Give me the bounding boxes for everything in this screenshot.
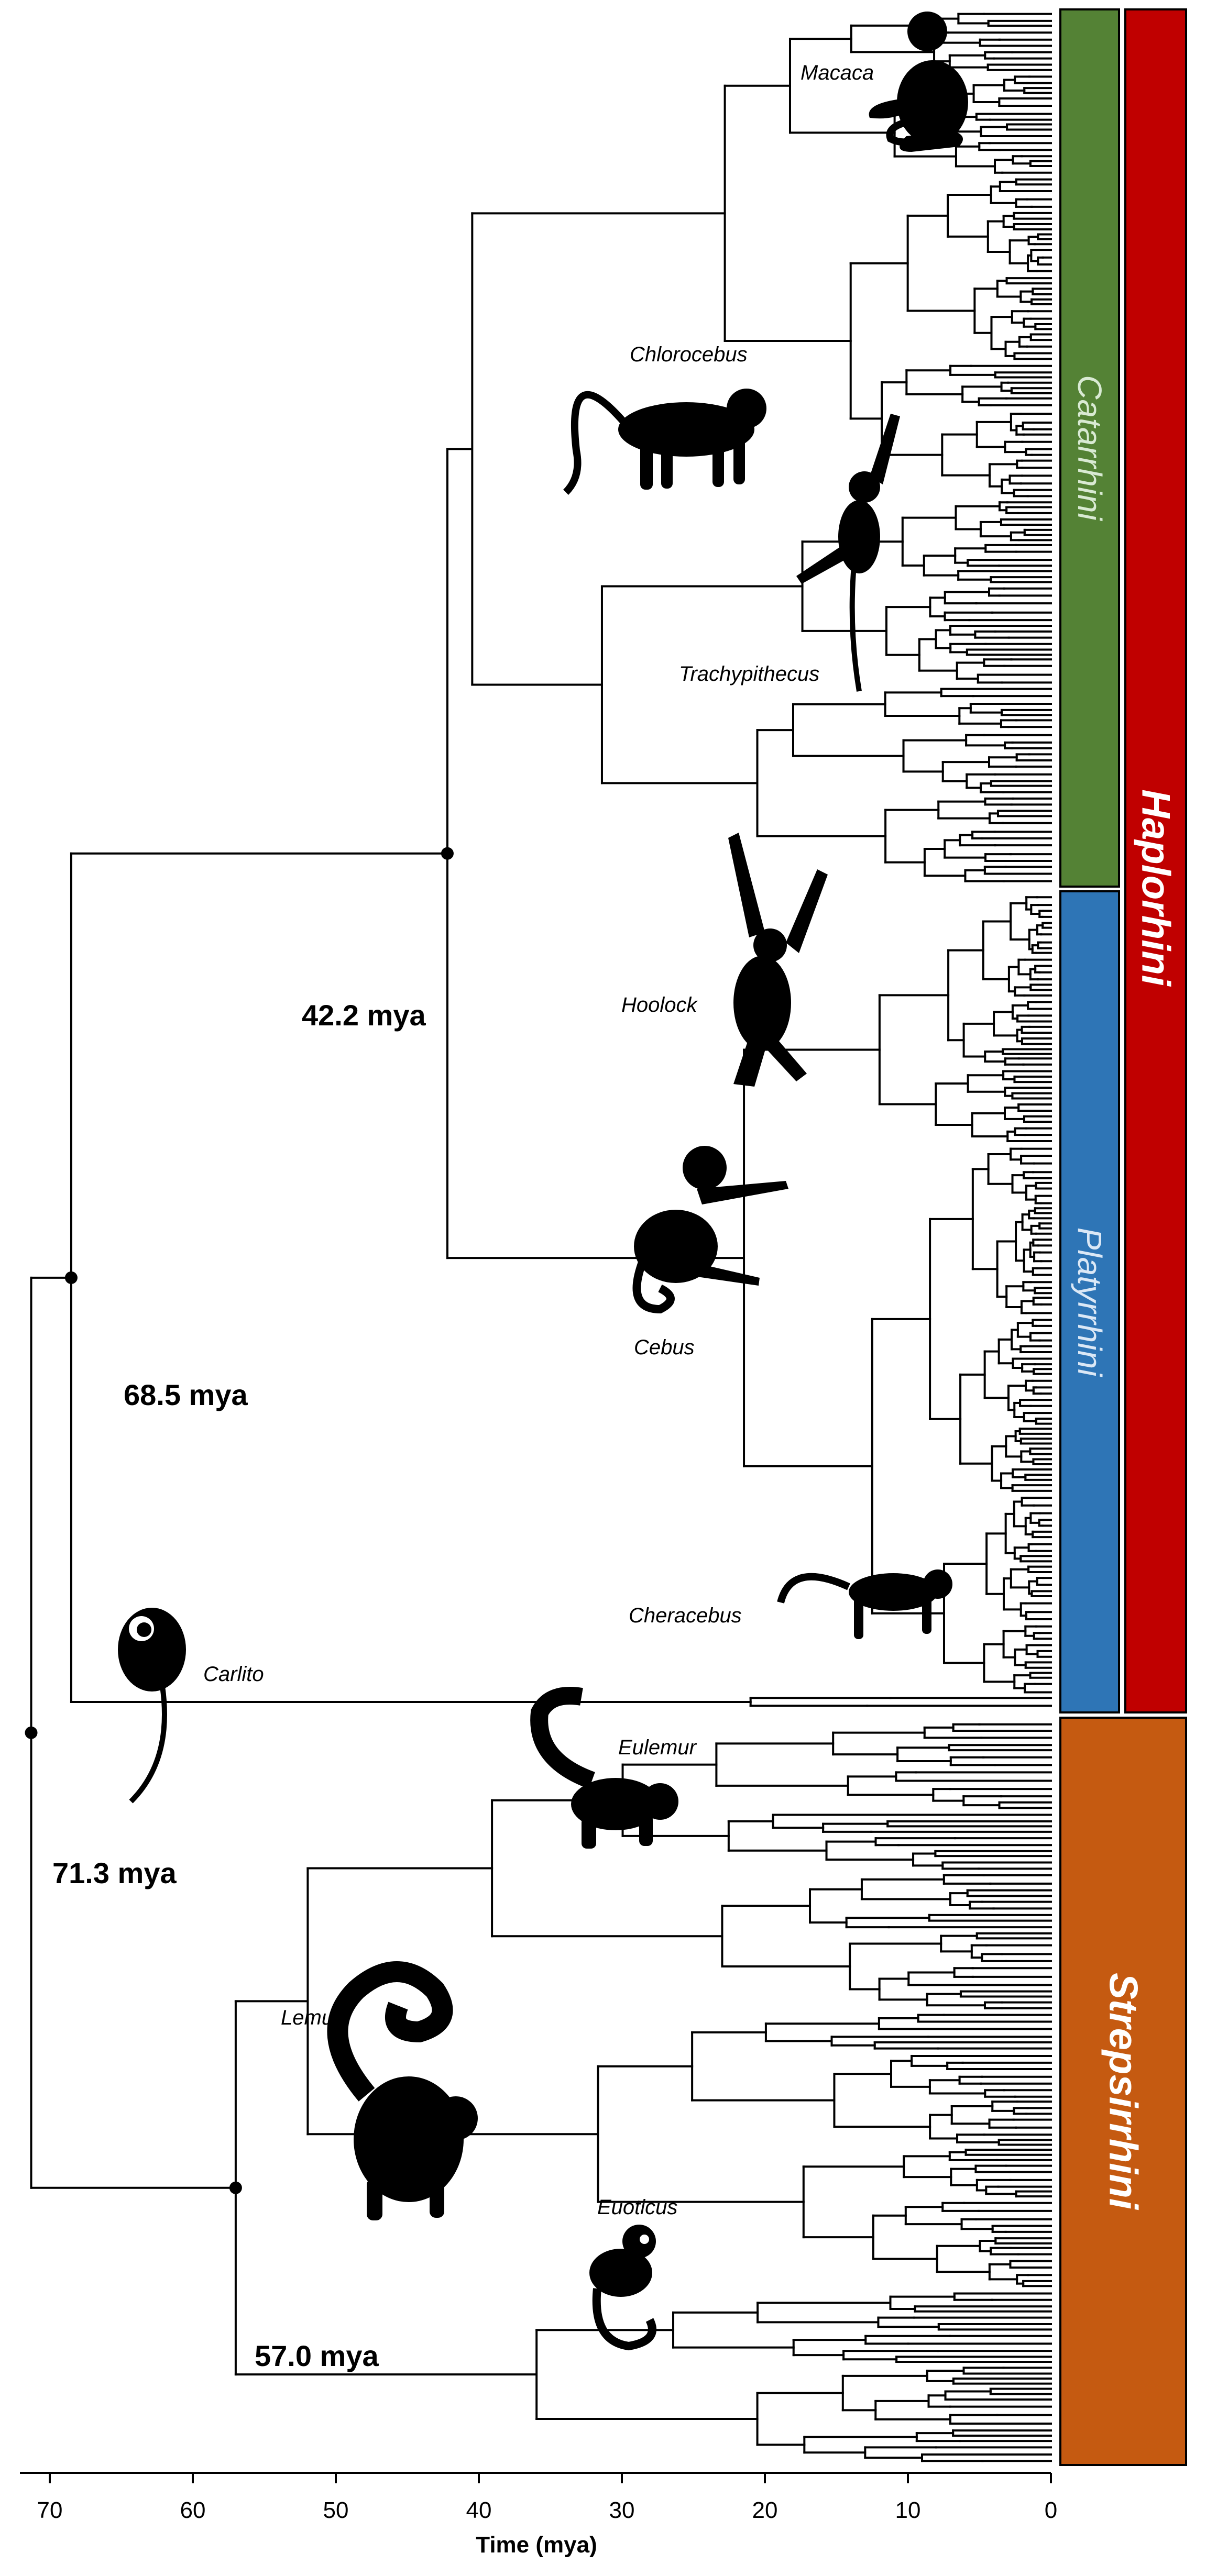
genus-label-chlorocebus: Chlorocebus bbox=[630, 343, 748, 366]
node-dot-root bbox=[25, 1727, 38, 1739]
x-tick-label: 50 bbox=[323, 2497, 349, 2523]
haplorhini-label: Haplorhini bbox=[1134, 789, 1178, 987]
genus-label-hoolock: Hoolock bbox=[621, 993, 698, 1016]
node-label-root: 71.3 mya bbox=[52, 1856, 177, 1889]
node-dot-anthropoidea bbox=[441, 847, 454, 860]
genus-label-eulemur: Eulemur bbox=[618, 1736, 697, 1759]
node-label-haplorhini: 68.5 mya bbox=[124, 1378, 248, 1411]
catarrhini-label: Catarrhini bbox=[1071, 375, 1109, 521]
x-tick-label: 0 bbox=[1045, 2497, 1057, 2523]
genus-label-lemur: Lemur bbox=[281, 2006, 341, 2029]
genus-label-macaca: Macaca bbox=[801, 61, 874, 84]
genus-label-cheracebus: Cheracebus bbox=[629, 1604, 742, 1627]
genus-label-euoticus: Euoticus bbox=[597, 2196, 677, 2219]
genus-label-trachypithecus: Trachypithecus bbox=[679, 662, 819, 686]
genus-label-cebus: Cebus bbox=[634, 1336, 695, 1359]
x-tick-label: 30 bbox=[609, 2497, 635, 2523]
node-label-anthropoidea: 42.2 mya bbox=[302, 999, 426, 1032]
platyrrhini-label: Platyrrhini bbox=[1071, 1228, 1109, 1377]
node-label-strepsirrhini: 57.0 mya bbox=[255, 2339, 379, 2372]
x-tick-label: 40 bbox=[466, 2497, 492, 2523]
x-tick-label: 60 bbox=[180, 2497, 206, 2523]
x-axis-title: Time (mya) bbox=[476, 2532, 597, 2558]
node-dot-haplorhini bbox=[65, 1272, 78, 1284]
x-tick-label: 70 bbox=[37, 2497, 63, 2523]
strepsirrhini-label: Strepsirrhini bbox=[1101, 1973, 1146, 2210]
genus-label-carlito: Carlito bbox=[203, 1663, 264, 1686]
x-tick-label: 10 bbox=[895, 2497, 921, 2523]
node-dot-strepsirrhini bbox=[229, 2182, 242, 2194]
x-tick-label: 20 bbox=[752, 2497, 778, 2523]
